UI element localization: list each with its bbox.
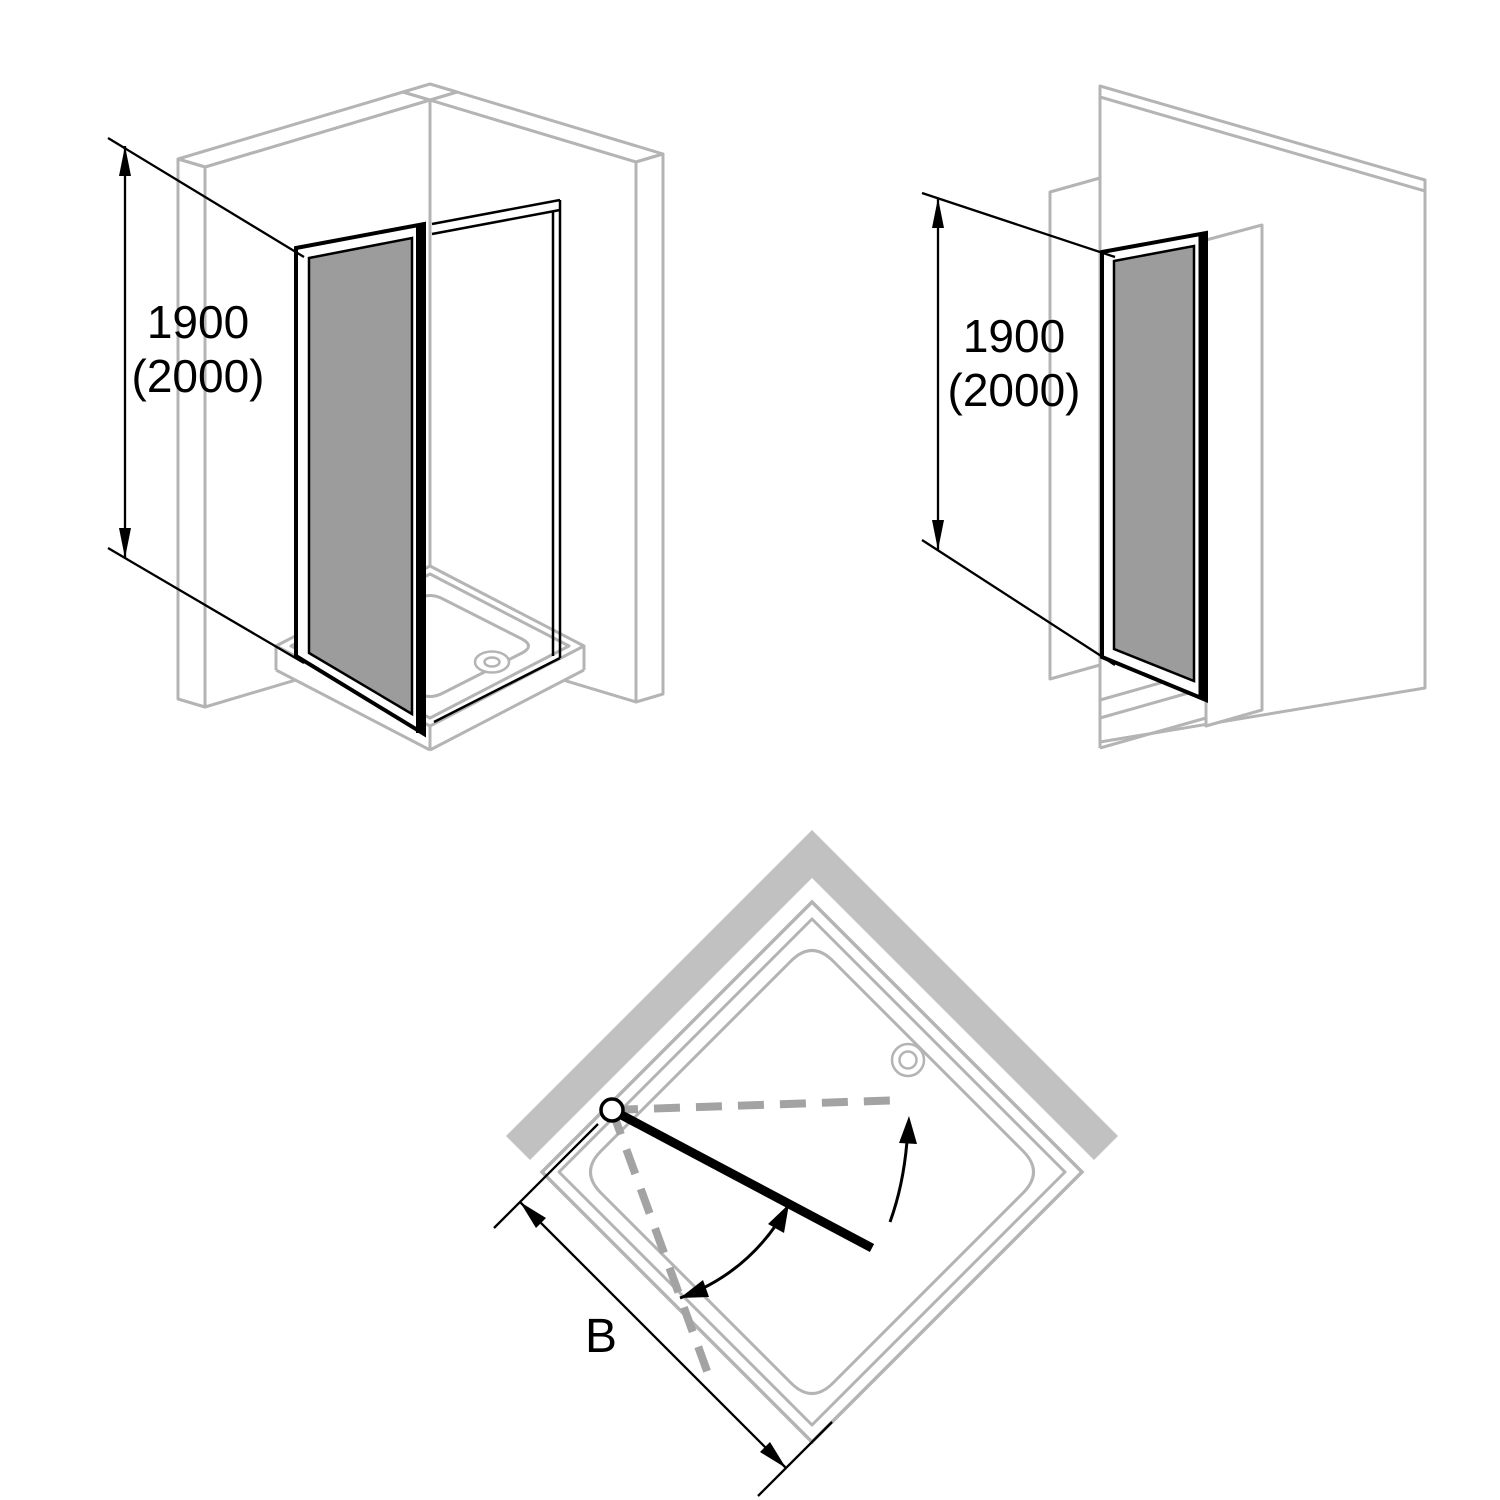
height-dimension-value: 1900 bbox=[147, 296, 249, 348]
swing-arc-arrowhead-inward bbox=[768, 1204, 789, 1233]
door-swing-outward-dashed bbox=[608, 1108, 715, 1384]
right-wall-end-cap bbox=[634, 152, 665, 704]
plan-width-dimension: B bbox=[493, 1123, 833, 1497]
plan-drain-inner bbox=[898, 1050, 918, 1070]
niche-height-arrowhead-down bbox=[932, 520, 944, 550]
niche-door-glass bbox=[1112, 244, 1196, 683]
left-wall-end-cap bbox=[176, 157, 207, 709]
plan-tray-floor bbox=[589, 949, 1035, 1395]
plan-tray-outer bbox=[539, 899, 1085, 1445]
niche-height-dimension-value: 1900 bbox=[963, 310, 1065, 362]
side-panel-top-edge-outer bbox=[431, 198, 561, 226]
niche-height-arrowhead-up bbox=[932, 198, 944, 228]
corner-view: 1900 (2000) bbox=[107, 82, 665, 752]
wall-corner-top bbox=[401, 82, 459, 102]
niche-left-wall-end-cap bbox=[1048, 176, 1102, 681]
side-panel-bottom-edge bbox=[433, 656, 561, 724]
niche-height-extension-line-bottom bbox=[921, 539, 1116, 666]
niche-tray-plinth-line bbox=[1099, 716, 1207, 750]
height-extension-line-bottom bbox=[107, 547, 305, 664]
height-arrowhead-down bbox=[119, 528, 131, 558]
width-arrowhead-lower bbox=[760, 1442, 786, 1468]
tray-plinth-edges bbox=[274, 646, 586, 752]
height-dimension-alt-value: (2000) bbox=[132, 350, 265, 402]
height-extension-line-top bbox=[107, 137, 305, 258]
door-glass bbox=[307, 236, 414, 717]
plan-tray-rim-inner bbox=[557, 917, 1067, 1427]
width-dimension-label: B bbox=[585, 1310, 617, 1363]
niche-view: 1900 (2000) bbox=[921, 84, 1427, 750]
inner-swing-arrowhead bbox=[899, 1116, 917, 1144]
corner-view-side-panel bbox=[431, 198, 562, 724]
width-extension-line-top bbox=[493, 1123, 599, 1229]
swing-arc-arrowhead-outward bbox=[680, 1280, 709, 1298]
width-dimension-line bbox=[519, 1201, 787, 1469]
side-panel-top-edge-inner bbox=[431, 208, 561, 236]
width-extension-line-bottom bbox=[757, 1421, 833, 1497]
door-swing-inward-dashed bbox=[611, 1096, 905, 1114]
corner-view-door bbox=[294, 221, 426, 738]
niche-right-wall-end-cap bbox=[1204, 223, 1264, 728]
height-arrowhead-up bbox=[119, 146, 131, 176]
corner-view-height-dimension: 1900 (2000) bbox=[107, 137, 305, 664]
drain-inner bbox=[483, 656, 501, 668]
niche-view-height-dimension: 1900 (2000) bbox=[921, 191, 1116, 666]
plan-tray bbox=[539, 899, 1085, 1445]
width-arrowhead-upper bbox=[520, 1202, 546, 1228]
niche-height-extension-line-top bbox=[921, 191, 1116, 259]
pivot-point bbox=[599, 1097, 625, 1123]
niche-view-door bbox=[1100, 230, 1208, 703]
niche-back-wall-top-inner-edge bbox=[1099, 95, 1426, 193]
niche-height-dimension-alt-value: (2000) bbox=[948, 364, 1081, 416]
door-closed-position bbox=[609, 1106, 875, 1252]
plan-door-swing bbox=[599, 1096, 917, 1384]
plan-view: B bbox=[493, 830, 1118, 1497]
